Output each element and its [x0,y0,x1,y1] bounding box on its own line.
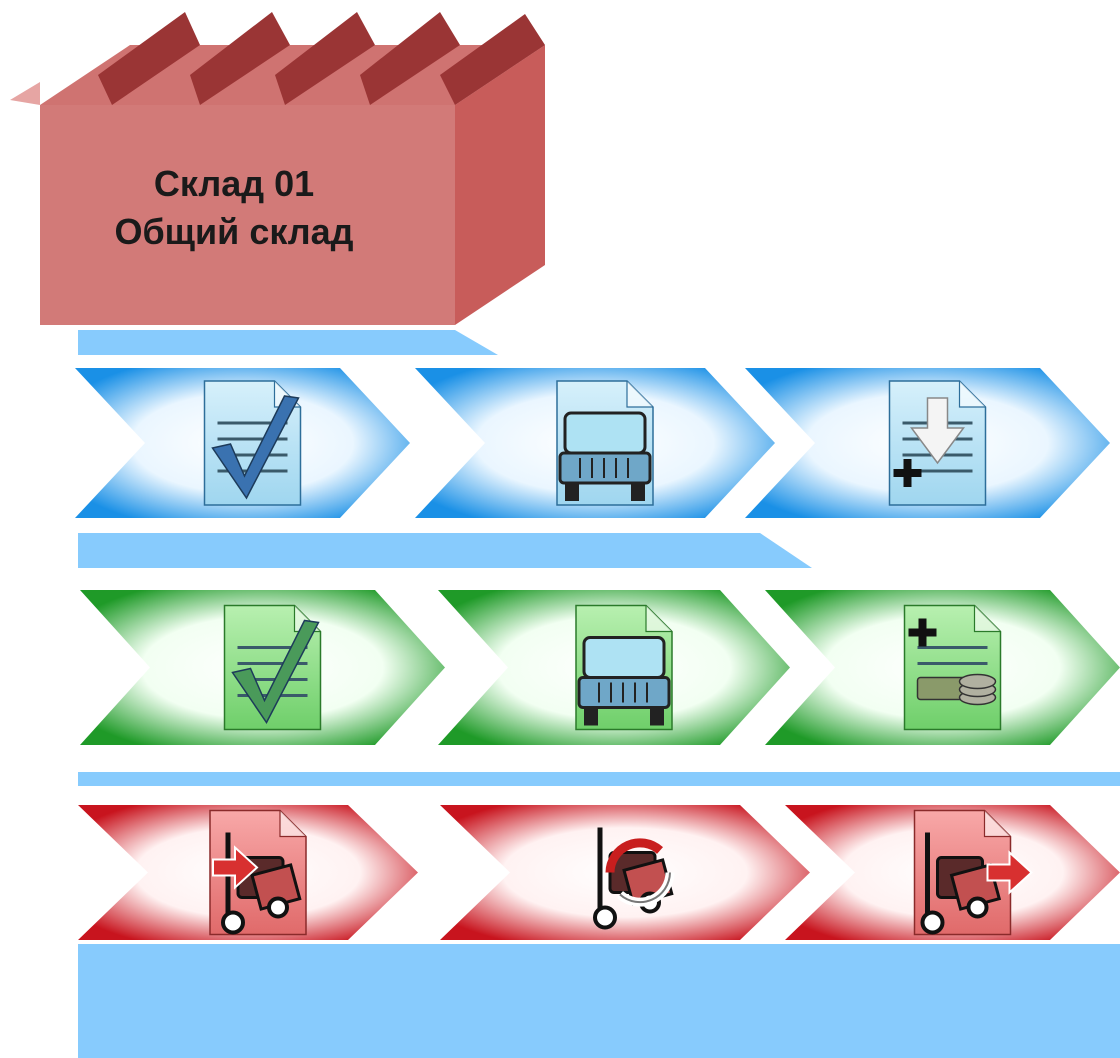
forklift-out-icon [913,809,1033,936]
band-bottom [78,944,1120,1058]
warehouse-title: Склад 01 Общий склад [66,160,402,256]
warehouse-code: Склад 01 [153,163,315,204]
document-check-icon [203,380,302,506]
band-second [78,533,812,568]
warehouse-wall [40,105,455,325]
forklift-in-icon [209,809,307,936]
movement-step-2[interactable] [440,805,810,940]
sales-step-1[interactable] [80,590,445,745]
document-truck-icon [556,380,654,506]
purchase-step-1[interactable] [75,368,410,518]
forklift-transfer-icon [593,827,675,930]
document-truck-icon [575,604,673,731]
movement-step-3[interactable] [785,805,1120,940]
warehouse-side [455,45,545,325]
warehouse-building [10,12,545,325]
sales-step-2[interactable] [438,590,790,745]
band-top [78,330,498,355]
warehouse-name: Общий склад [114,211,354,252]
document-check-icon [223,604,322,731]
purchase-step-2[interactable] [415,368,775,518]
document-payment-icon [903,604,1002,731]
purchase-step-3[interactable] [745,368,1110,518]
band-third [78,772,1120,786]
sales-step-3[interactable] [765,590,1120,745]
document-receive-icon [888,380,987,506]
roof-teeth [98,12,545,105]
movement-step-1[interactable] [78,805,418,940]
